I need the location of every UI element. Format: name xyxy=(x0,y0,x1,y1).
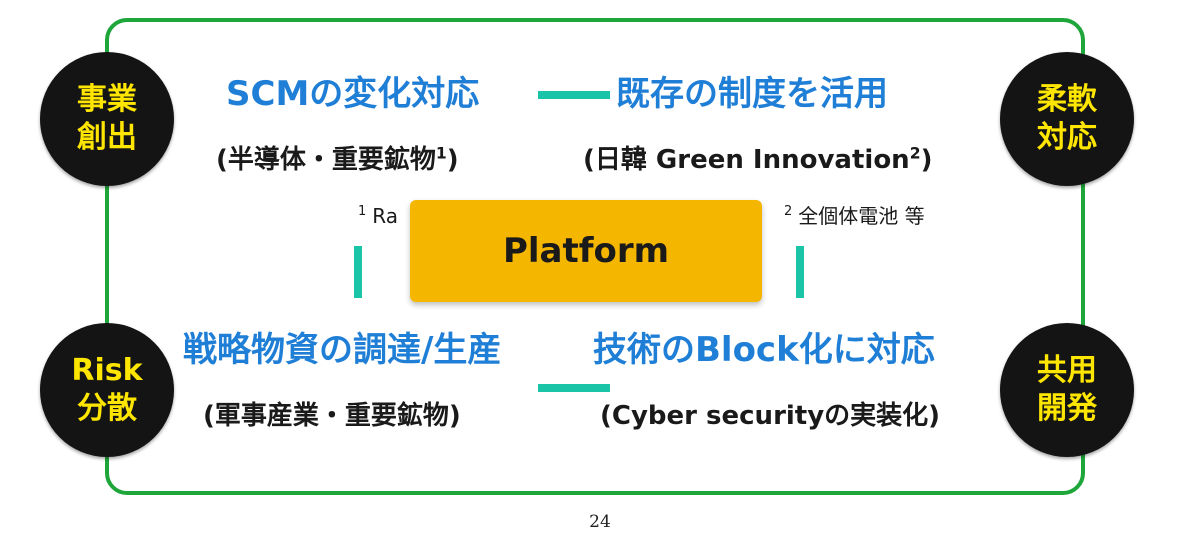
platform-box: Platform xyxy=(410,200,762,302)
circle-joint-development: 共用 開発 xyxy=(1000,323,1134,457)
heading-tech-block: 技術のBlock化に対応 xyxy=(593,328,935,372)
circle-flexible-response: 柔軟 対応 xyxy=(1000,52,1134,186)
circle-business-creation: 事業 創出 xyxy=(40,52,174,186)
circle-risk-distribution: Risk 分散 xyxy=(40,323,174,457)
platform-label: Platform xyxy=(502,231,670,271)
connector-bottom xyxy=(538,384,610,392)
outer-frame xyxy=(105,18,1085,495)
subtitle-green-innovation: (日韓 Green Innovation2) xyxy=(583,144,933,175)
subtitle-semiconductor: (半導体・重要鉱物1) xyxy=(216,144,459,175)
connector-top xyxy=(538,91,610,99)
connector-left xyxy=(354,246,362,298)
subtitle-military-industry: (軍事産業・重要鉱物) xyxy=(203,401,461,431)
page-number: 24 xyxy=(589,512,611,532)
connector-right xyxy=(796,246,804,298)
heading-existing-system: 既存の制度を活用 xyxy=(616,72,888,116)
heading-scm: SCMの変化対応 xyxy=(226,72,480,116)
subtitle-cyber-security: (Cyber securityの実装化) xyxy=(600,401,941,431)
heading-strategic-materials: 戦略物資の調達/生産 xyxy=(183,328,502,372)
